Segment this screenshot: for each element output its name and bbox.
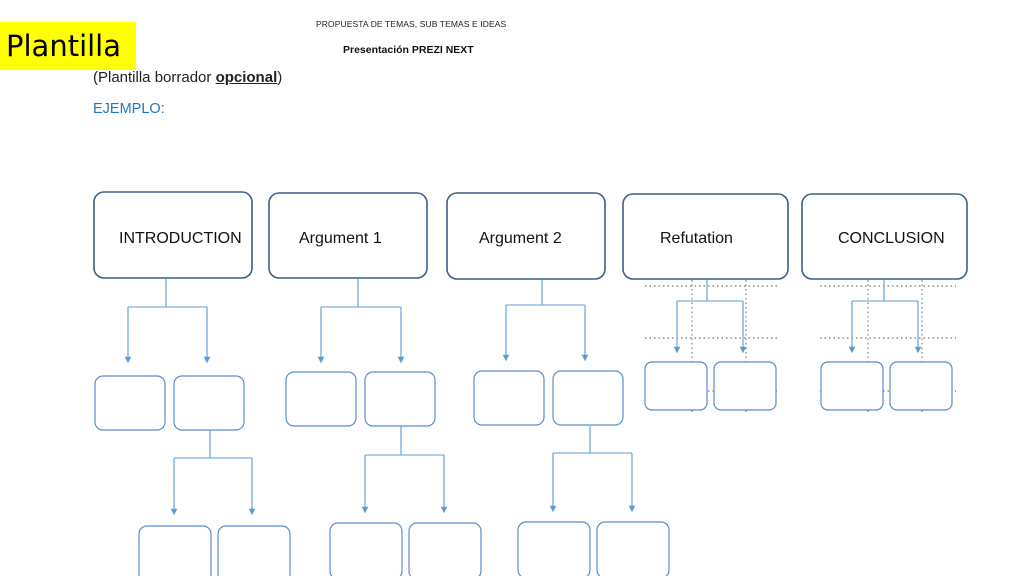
heading-label-refutation: Refutation <box>660 230 733 247</box>
heading-box-argument-1 <box>268 192 428 279</box>
subtopic-box <box>552 370 624 426</box>
idea-box <box>329 522 403 576</box>
draft-note-suffix: ) <box>277 69 283 86</box>
heading-box-argument-2 <box>446 192 606 280</box>
idea-box <box>138 525 212 576</box>
subtopic-box <box>364 371 436 427</box>
heading-label-introduction: INTRODUCTION <box>119 230 242 247</box>
subtopic-box <box>473 370 545 426</box>
subtopic-box <box>820 361 884 411</box>
idea-box <box>517 521 591 576</box>
subtopic-box <box>889 361 953 411</box>
subtopic-box <box>173 375 245 431</box>
heading-box-introduction <box>93 191 253 279</box>
idea-box <box>408 522 482 576</box>
draft-note: (Plantilla borrador opcional) <box>93 69 282 86</box>
draft-note-prefix: (Plantilla borrador <box>93 69 216 86</box>
idea-box <box>217 525 291 576</box>
connectors <box>124 278 922 516</box>
document-title: PROPUESTA DE TEMAS, SUB TEMAS E IDEAS <box>316 19 507 29</box>
heading-box-refutation <box>622 193 789 280</box>
subtopic-box <box>94 375 166 431</box>
subtopic-box <box>713 361 777 411</box>
plantilla-badge: Plantilla <box>0 22 136 70</box>
heading-label-argument-1: Argument 1 <box>299 230 382 247</box>
idea-box <box>596 521 670 576</box>
heading-label-conclusion: CONCLUSION <box>838 230 945 247</box>
subtopic-box <box>285 371 357 427</box>
document-subtitle: Presentación PREZI NEXT <box>343 44 474 56</box>
subtopic-box <box>644 361 708 411</box>
heading-label-argument-2: Argument 2 <box>479 230 562 247</box>
draft-note-emphasis: opcional <box>215 69 278 86</box>
example-label: EJEMPLO: <box>93 101 165 117</box>
